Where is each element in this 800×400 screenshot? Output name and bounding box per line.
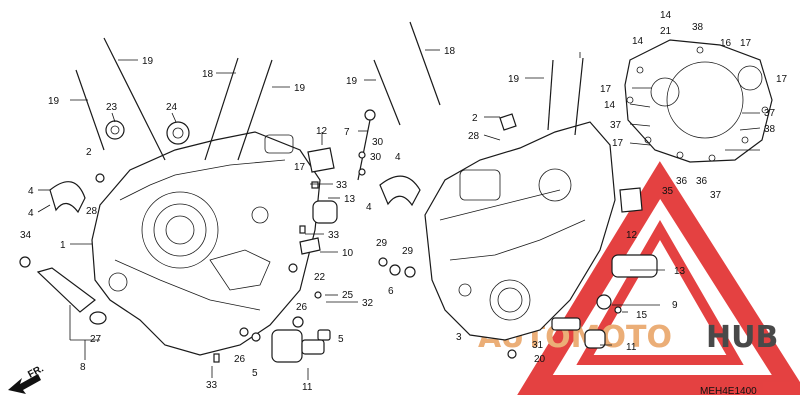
callout: 18 bbox=[444, 46, 456, 57]
callout: 19 bbox=[346, 76, 358, 87]
callout: 30 bbox=[372, 137, 384, 148]
callout: 38 bbox=[692, 22, 704, 33]
front-direction-arrow: FR. bbox=[8, 363, 46, 394]
callout: 8 bbox=[80, 362, 86, 373]
callout: 19 bbox=[142, 56, 154, 67]
callout: 31 bbox=[532, 340, 544, 351]
callout: 17 bbox=[600, 84, 612, 95]
callout: 28 bbox=[86, 206, 98, 217]
callout: 13 bbox=[344, 194, 356, 205]
callout: 1 bbox=[60, 240, 66, 251]
leader-lines bbox=[37, 49, 761, 380]
callout: 4 bbox=[28, 186, 34, 197]
small-parts-right bbox=[357, 109, 658, 359]
callout: 5 bbox=[252, 368, 258, 379]
callout: 17 bbox=[740, 38, 752, 49]
callout: 36 bbox=[676, 176, 688, 187]
callout: 14 bbox=[660, 10, 672, 21]
callout: 24 bbox=[166, 102, 178, 113]
left-crankcase bbox=[91, 131, 321, 356]
callout: 14 bbox=[632, 36, 644, 47]
callout: 4 bbox=[395, 152, 401, 163]
watermark-triangle bbox=[517, 161, 800, 395]
callout: 13 bbox=[674, 266, 686, 277]
direction-label: FR. bbox=[26, 363, 46, 380]
callout: 12 bbox=[626, 230, 638, 241]
callout: 22 bbox=[314, 272, 326, 283]
callout-labels: 19 18 19 19 23 24 2 4 4 28 34 1 4 4 17 1… bbox=[20, 10, 788, 393]
small-parts-left bbox=[213, 147, 338, 363]
callout: 34 bbox=[20, 230, 32, 241]
callout: 15 bbox=[636, 310, 648, 321]
callout: 5 bbox=[338, 334, 344, 345]
callout: 16 bbox=[720, 38, 732, 49]
callout: 19 bbox=[48, 96, 60, 107]
studs-left bbox=[75, 37, 273, 161]
callout: 10 bbox=[342, 248, 354, 259]
callout: 26 bbox=[234, 354, 246, 365]
callout: 26 bbox=[296, 302, 308, 313]
callout: 28 bbox=[468, 131, 480, 142]
callout: 20 bbox=[534, 354, 546, 365]
callout: 11 bbox=[302, 382, 313, 393]
callout: 32 bbox=[362, 298, 374, 309]
callout: 21 bbox=[660, 26, 672, 37]
callout: 2 bbox=[86, 147, 92, 158]
watermark-brand-secondary: HUB bbox=[706, 320, 778, 355]
callout: 12 bbox=[316, 126, 328, 137]
callout: 4 bbox=[28, 208, 34, 219]
right-crankcase bbox=[424, 121, 616, 341]
callout: 19 bbox=[508, 74, 520, 85]
callout: 3 bbox=[456, 332, 462, 343]
callout: 23 bbox=[106, 102, 118, 113]
callout: 6 bbox=[388, 286, 394, 297]
studs-right bbox=[373, 21, 584, 136]
callout: 33 bbox=[328, 230, 340, 241]
gasket bbox=[624, 39, 773, 163]
callout: 27 bbox=[90, 334, 102, 345]
callout: 37 bbox=[610, 120, 622, 131]
callout: 38 bbox=[764, 124, 776, 135]
diagram-code: MEH4E1400 bbox=[700, 386, 757, 397]
callout: 37 bbox=[764, 108, 776, 119]
callout: 2 bbox=[472, 113, 478, 124]
callout: 17 bbox=[776, 74, 788, 85]
callout: 29 bbox=[402, 246, 414, 257]
callout: 30 bbox=[370, 152, 382, 163]
callout: 29 bbox=[376, 238, 388, 249]
callout: 33 bbox=[336, 180, 348, 191]
callout: 7 bbox=[344, 127, 350, 138]
callout: 19 bbox=[294, 83, 306, 94]
callout: 17 bbox=[294, 162, 306, 173]
callout: 17 bbox=[612, 138, 624, 149]
callout: 4 bbox=[366, 202, 372, 213]
callout: 36 bbox=[696, 176, 708, 187]
callout: 14 bbox=[604, 100, 616, 111]
callout: 11 bbox=[626, 342, 637, 353]
callout: 35 bbox=[662, 186, 674, 197]
callout: 37 bbox=[710, 190, 722, 201]
callout: 9 bbox=[672, 300, 678, 311]
callout: 25 bbox=[342, 290, 354, 301]
bearings-left bbox=[19, 120, 190, 325]
callout: 18 bbox=[202, 69, 214, 80]
callout: 33 bbox=[206, 380, 218, 391]
